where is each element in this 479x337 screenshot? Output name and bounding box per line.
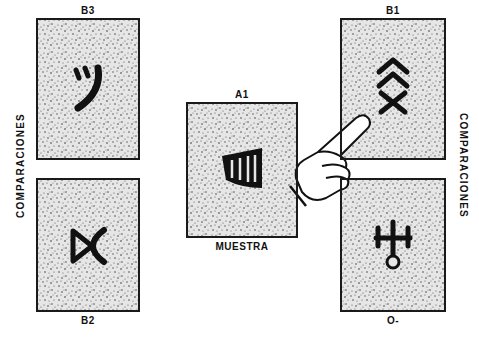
stipple-grounds <box>36 18 446 312</box>
stimulus-symbol <box>222 148 262 188</box>
stimulus-card: B3 <box>36 18 140 160</box>
stimulus-card: A1MUESTRA <box>186 102 298 238</box>
side-label: COMPARACIONES <box>15 113 26 218</box>
card-label: B1 <box>322 5 464 16</box>
stimulus-symbol <box>76 68 99 108</box>
stimulus-symbol <box>73 230 104 262</box>
stipple-ground <box>186 102 298 238</box>
pointing-hand <box>290 115 370 206</box>
card-caption: O- <box>322 315 464 326</box>
side-label: COMPARACIONES <box>458 113 469 218</box>
card-caption: MUESTRA <box>168 241 316 252</box>
card-label: A1 <box>168 89 316 100</box>
stipple-ground <box>36 178 140 312</box>
stipple-ground <box>340 178 446 312</box>
stimulus-card: B2 <box>36 178 140 312</box>
stipple-ground <box>36 18 140 160</box>
stimulus-card: O- <box>340 178 446 312</box>
card-label: B3 <box>18 5 158 16</box>
card-caption: B2 <box>18 315 158 326</box>
stimulus-symbol <box>376 222 410 268</box>
stimulus-symbol <box>379 60 407 112</box>
stimulus-card: B1 <box>340 18 446 160</box>
